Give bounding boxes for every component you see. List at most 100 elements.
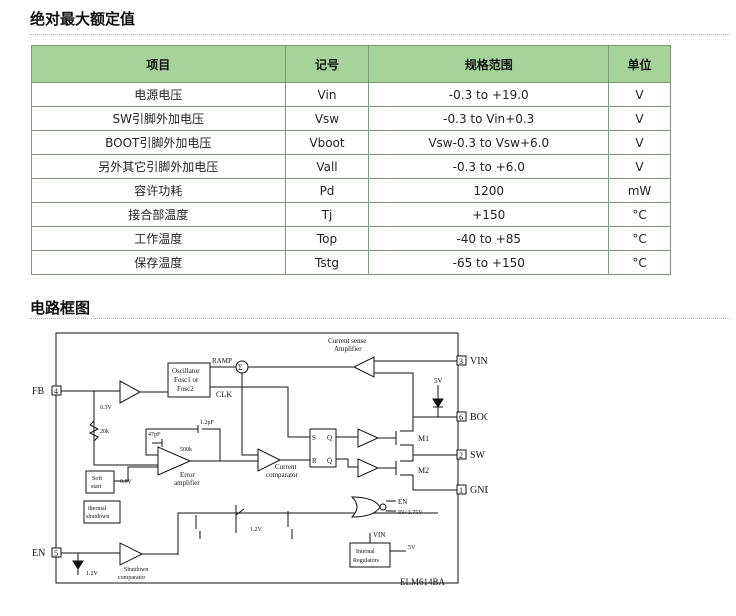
- cell-symbol: Tstg: [284, 250, 370, 275]
- sw-trace: [400, 444, 457, 456]
- pin-label-en: EN: [32, 548, 45, 559]
- thermal-shutdown-block: [83, 500, 121, 524]
- err-feedback-left: [145, 429, 158, 456]
- cell-unit: V: [608, 130, 671, 155]
- soft-start-label-1: Soft: [92, 475, 102, 482]
- cell-symbol: Vsw: [284, 106, 370, 131]
- shutdown-label-1: Shutdown: [124, 567, 148, 573]
- current-sense-amp-symbol: [352, 356, 375, 378]
- ff-q-label: Q: [327, 434, 332, 442]
- part-number-label: ELM614BA: [400, 577, 446, 587]
- cell-range: -0.3 to +6.0: [368, 154, 610, 179]
- bjt-symbol: [235, 508, 245, 516]
- cell-item: BOOT引脚外加电压: [31, 130, 286, 155]
- pin-num-sw: 2: [459, 451, 463, 460]
- fb-amp-symbol: [119, 380, 142, 404]
- m2-label: M2: [418, 466, 429, 475]
- reg-label-1: Internal: [356, 549, 375, 555]
- cs-amp-in-trace: [374, 372, 414, 417]
- thermal-label-1: thermal: [88, 506, 107, 512]
- soft-start-trace: [114, 466, 158, 482]
- cell-item: 工作温度: [31, 226, 286, 251]
- pin-label-sw: SW: [470, 450, 486, 461]
- en-out-label: EN: [398, 498, 407, 506]
- res-20k-label: 20k: [100, 429, 109, 435]
- header-symbol: 记号: [284, 45, 370, 83]
- cell-range: -0.3 to +19.0: [368, 82, 610, 107]
- v5-top-label: 5V: [434, 377, 443, 385]
- v03-label: 0.3V: [100, 405, 113, 411]
- v12-en-label: 1.2V: [86, 571, 99, 577]
- high-side-driver-symbol: [357, 428, 380, 448]
- diagram-section-divider: [30, 318, 730, 319]
- cell-unit: V: [608, 106, 671, 131]
- err-in-trace: [93, 445, 158, 466]
- cell-symbol: Vboot: [284, 130, 370, 155]
- ff-s-label: S: [312, 434, 316, 442]
- cell-unit: V: [608, 82, 671, 107]
- cell-item: 接合部温度: [31, 202, 286, 227]
- cs-amp-label-1: Current sense: [328, 337, 366, 345]
- soft-start-block: [85, 470, 115, 494]
- cell-symbol: Vall: [284, 154, 370, 179]
- cell-item: 保存温度: [31, 250, 286, 275]
- gnd-trace: [400, 474, 457, 491]
- nor-gate-bubble: [379, 503, 387, 511]
- enable-bus-trace: [177, 512, 438, 555]
- reg-5v-label: 5V: [408, 545, 416, 551]
- cell-unit: mW: [608, 178, 671, 203]
- ff-r-label: R: [312, 457, 317, 465]
- err-amp-label-1: Error: [180, 471, 195, 479]
- pin-label-gnd: GND: [470, 485, 488, 496]
- header-item: 项目: [31, 45, 286, 83]
- cell-symbol: Top: [284, 226, 370, 251]
- cell-symbol: Tj: [284, 202, 370, 227]
- m2-drain-trace: [400, 455, 414, 462]
- shutdown-label-2: comparator: [118, 575, 145, 581]
- cell-symbol: Vin: [284, 82, 370, 107]
- boot-diode-symbol: [432, 398, 444, 408]
- header-unit: 单位: [608, 45, 671, 83]
- osc-label-2: Fosc1 or: [174, 376, 199, 384]
- qb-trace: [336, 458, 358, 468]
- en-zener-symbol: [72, 560, 84, 570]
- osc-label-1: Oscillator: [172, 367, 200, 375]
- cell-range: Vsw-0.3 to Vsw+6.0: [368, 130, 610, 155]
- cur-comp-label-1: Current: [275, 463, 296, 471]
- cap-12-label: 1.2pF: [200, 420, 215, 426]
- pin-label-boot: BOOT: [470, 412, 488, 423]
- cell-range: -40 to +85: [368, 226, 610, 251]
- cell-item: 电源电压: [31, 82, 286, 107]
- v12-mid-label: 1.2V: [250, 527, 263, 533]
- cell-unit: °C: [608, 250, 671, 275]
- cell-range: +150: [368, 202, 610, 227]
- shutdown-comparator-symbol: [119, 542, 144, 566]
- nor-gate-symbol: [350, 496, 381, 518]
- sum-to-comparator-trace: [241, 373, 258, 456]
- resistor-20k-symbol: [88, 420, 100, 442]
- cell-range: -0.3 to Vin+0.3: [368, 106, 610, 131]
- reg-label-2: Regulators: [353, 558, 380, 564]
- block-diagram: FB 4 EN 5 3 VIN 6 BOOT 2 SW 1 GND Oscill…: [32, 332, 488, 587]
- ff-qb-label: Q̄: [327, 457, 332, 465]
- cell-item: SW引脚外加电压: [31, 106, 286, 131]
- internal-regulators-block: [349, 542, 391, 568]
- error-amp-symbol: [157, 446, 192, 476]
- pin-label-vin: VIN: [470, 356, 488, 367]
- low-side-driver-symbol: [357, 458, 380, 478]
- cell-range: 1200: [368, 178, 610, 203]
- cell-symbol: Pd: [284, 178, 370, 203]
- pin-label-fb: FB: [32, 386, 45, 397]
- cur-comp-label-2: comparator: [266, 471, 299, 479]
- cell-item: 容许功耗: [31, 178, 286, 203]
- v08-label: 0.8V: [120, 479, 133, 485]
